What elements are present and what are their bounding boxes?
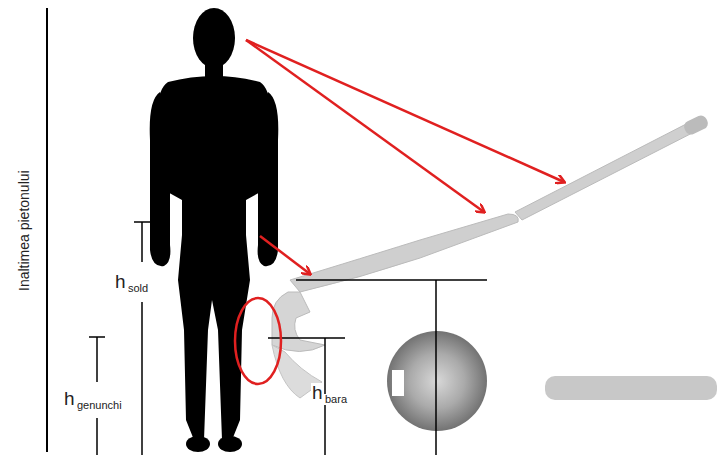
dimension-subscript: bara: [324, 394, 348, 405]
dimension-brackets: [89, 222, 150, 455]
wheel-notch: [392, 370, 404, 396]
hood: [290, 214, 518, 292]
impact-arrows: [246, 40, 564, 274]
underbody: [545, 376, 717, 400]
windshield: [515, 122, 702, 220]
bumper-height-line: [268, 337, 345, 339]
dimension-subscript: genunchi: [76, 400, 123, 411]
hood-height-line: [296, 279, 487, 281]
dimension-symbol: h: [114, 272, 127, 291]
roof-edge: [682, 114, 710, 137]
wheel: [387, 331, 487, 431]
dimension-symbol: h: [311, 383, 324, 402]
axis-title: Inaltimea pietonului: [17, 170, 31, 291]
hood-height-line: [435, 280, 437, 455]
dimension-symbol: h: [63, 389, 76, 408]
pedestrian: [150, 8, 279, 452]
knee-impact-ring: [235, 298, 281, 384]
dimension-subscript: sold: [127, 283, 149, 294]
height-axis: [46, 8, 48, 452]
